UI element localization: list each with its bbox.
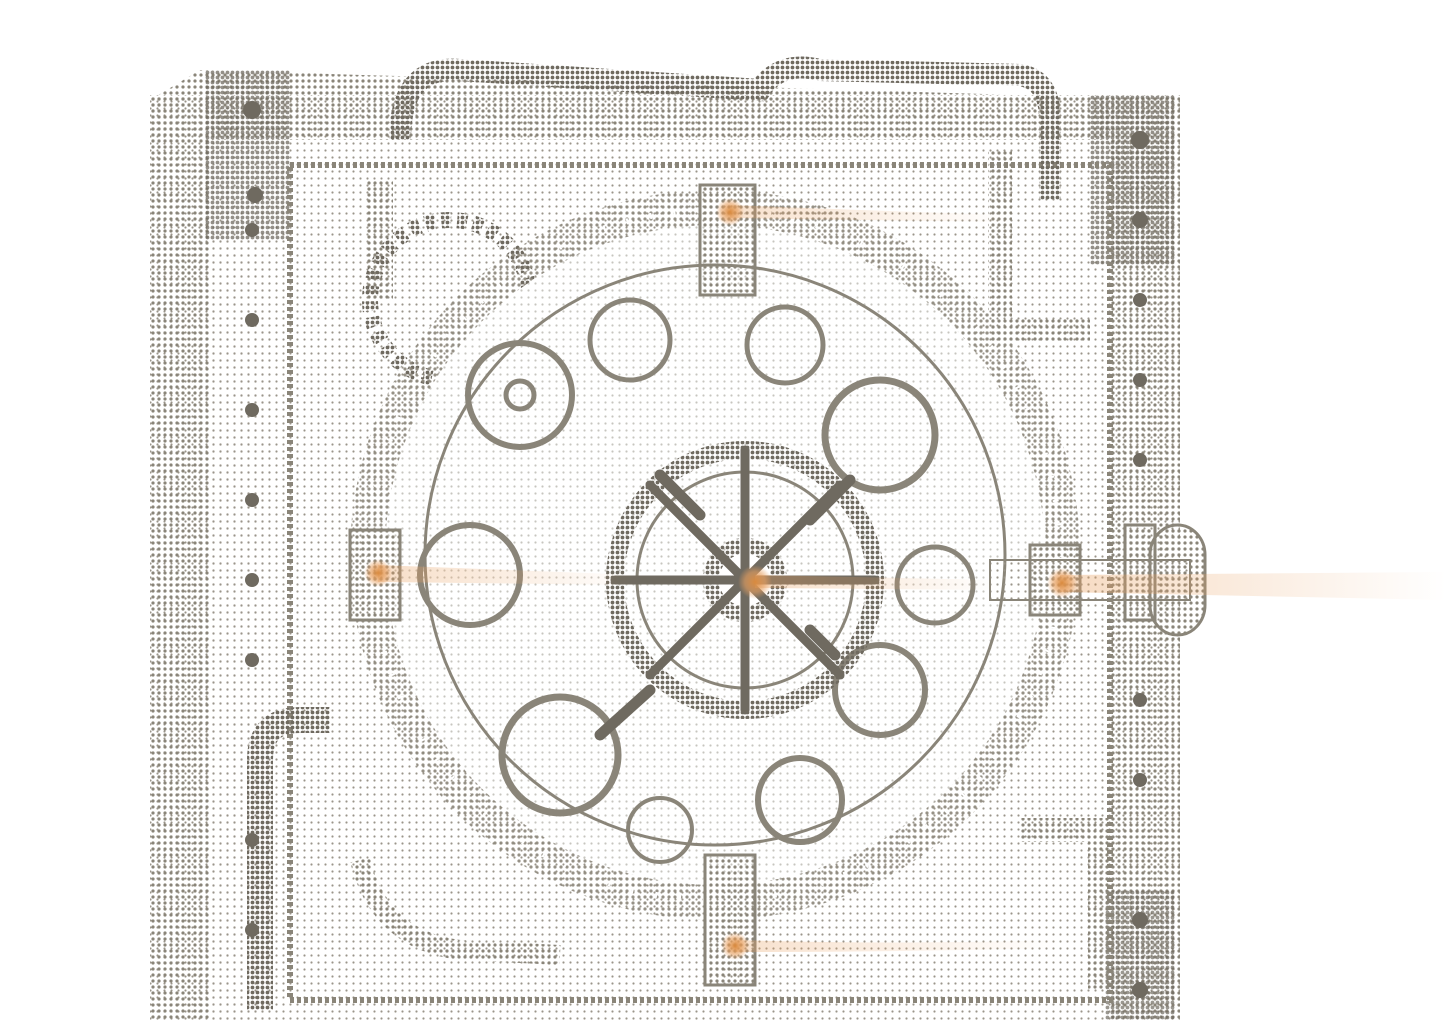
glow-center xyxy=(738,565,1000,599)
glow-right xyxy=(1047,568,1446,600)
glow-left xyxy=(364,559,640,587)
glow-bottom xyxy=(721,932,1060,960)
glow-top xyxy=(716,198,1010,226)
